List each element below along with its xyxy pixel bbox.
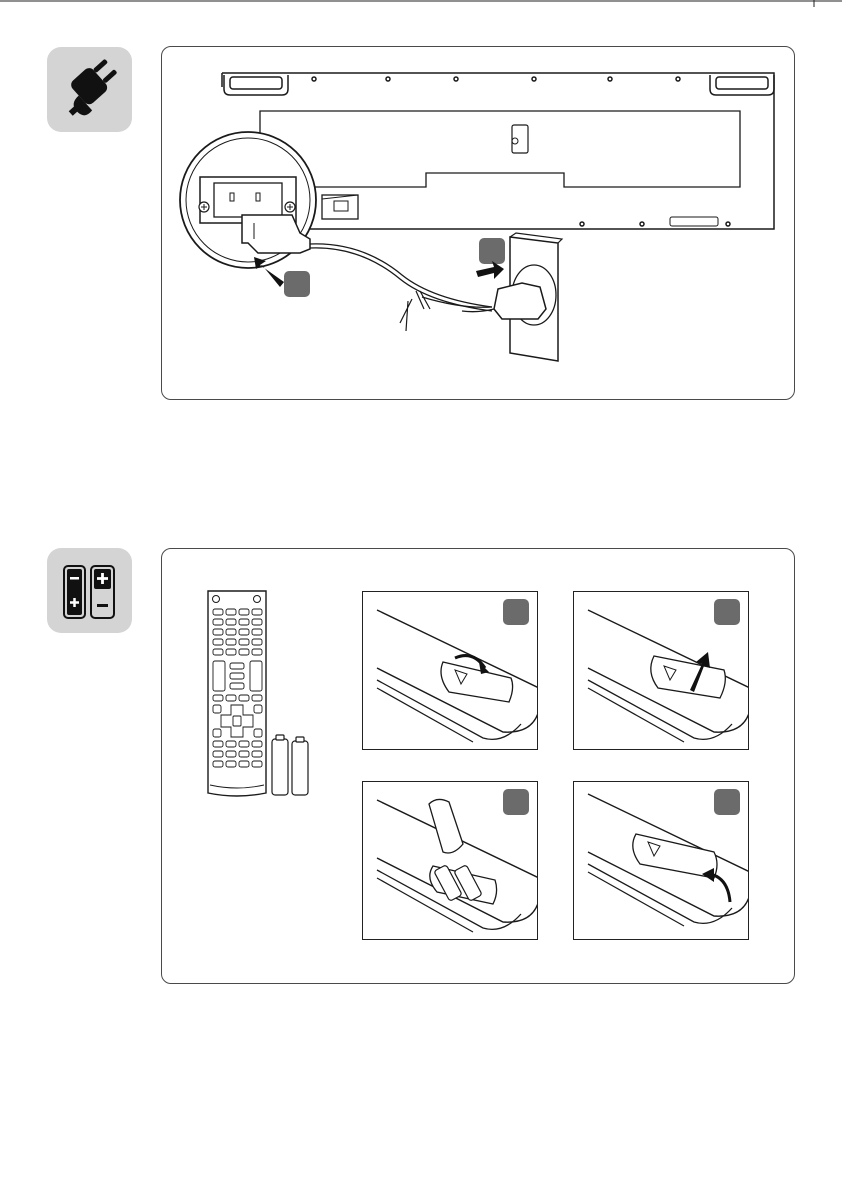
step-badge-4 (714, 789, 740, 815)
inlet-magnifier (180, 132, 492, 311)
remote-control-illustration (196, 585, 356, 805)
power-plug-icon (47, 47, 132, 132)
step-insert-batteries (362, 781, 538, 940)
top-rule (0, 0, 842, 10)
wall-socket (462, 233, 562, 361)
step-open-cover (362, 591, 538, 750)
batteries-icon (47, 548, 132, 633)
power-connection-panel (161, 46, 795, 400)
step-badge-1 (503, 599, 529, 625)
power-section-tile (47, 47, 132, 132)
step-1-badge (284, 271, 310, 297)
power-connection-illustration (162, 47, 796, 401)
step-badge-3 (503, 789, 529, 815)
step-close-cover (573, 781, 749, 940)
batteries-section-tile (47, 548, 132, 633)
step-badge-2 (714, 599, 740, 625)
step-lift-cover (573, 591, 749, 750)
battery-install-panel (161, 548, 795, 984)
step-2-badge (479, 238, 505, 264)
